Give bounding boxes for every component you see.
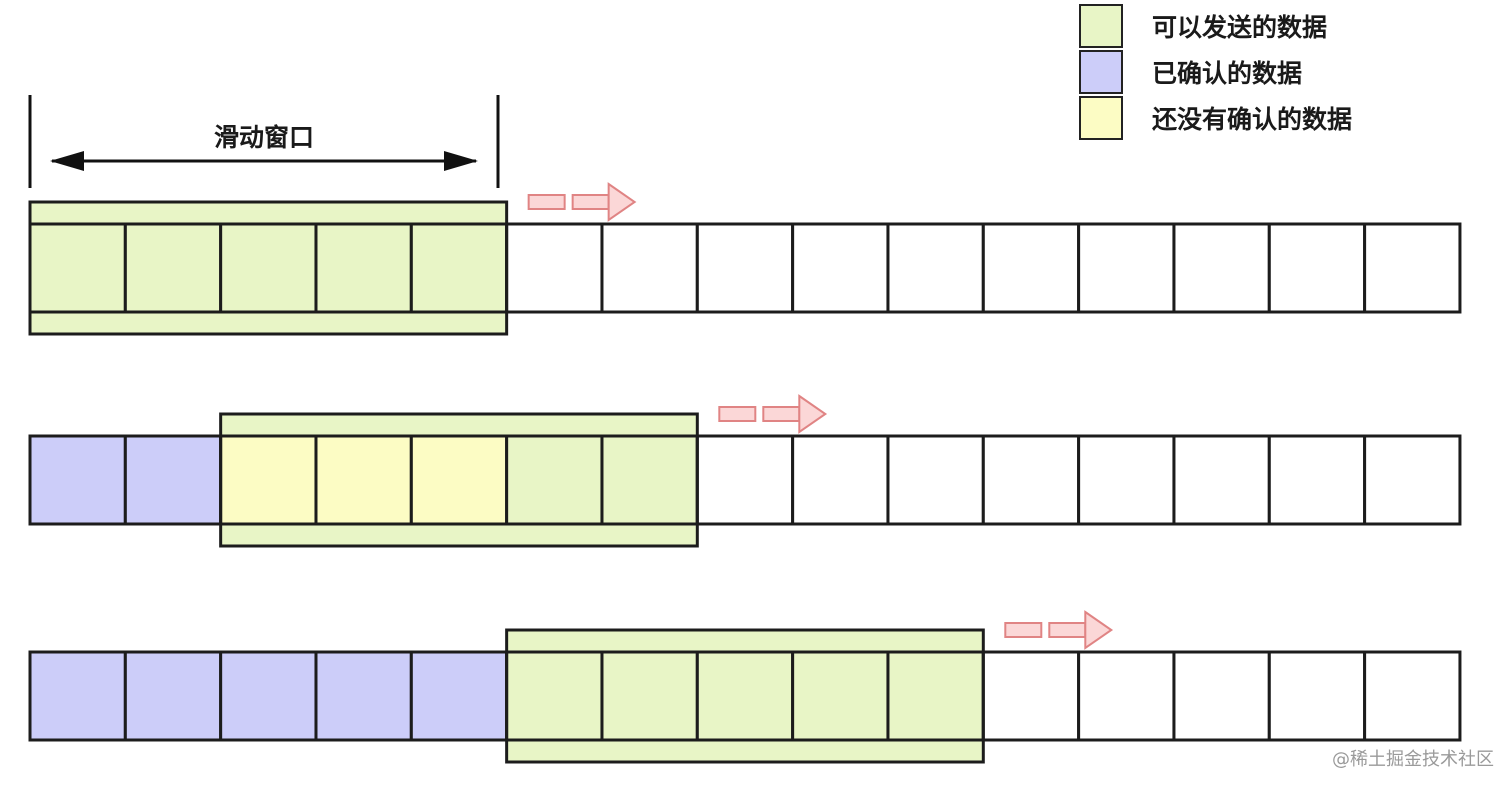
legend-swatch-unacknowledged — [1079, 96, 1123, 140]
cell-empty — [505, 222, 604, 314]
cell-empty — [695, 222, 795, 314]
arrow-dash — [571, 194, 610, 210]
cell-empty — [981, 434, 1081, 526]
cell-sendable — [409, 222, 509, 314]
window-outline — [28, 200, 509, 336]
cell-empty — [1363, 650, 1462, 742]
cell-sendable — [695, 650, 795, 742]
watermark: @稀土掘金技术社区 — [1332, 749, 1494, 770]
cell-acknowledged — [123, 434, 223, 526]
legend-swatch-acknowledged — [1079, 50, 1123, 94]
arrow-dash — [718, 406, 757, 422]
cell-sendable — [600, 434, 699, 526]
cell-empty — [791, 434, 890, 526]
cell-acknowledged — [219, 650, 318, 742]
cell-empty — [1267, 650, 1367, 742]
window-span-indicator — [28, 95, 500, 188]
legend-swatch-sendable — [1079, 4, 1123, 48]
arrow-dash — [527, 194, 566, 210]
cell-sendable — [28, 222, 127, 314]
arrow-dash — [1004, 622, 1043, 638]
cell-sendable — [600, 650, 699, 742]
row-1 — [28, 182, 1462, 336]
cell-empty — [600, 222, 699, 314]
cell-empty — [1363, 434, 1462, 526]
arrow-dash — [762, 406, 801, 422]
window-outline — [505, 628, 985, 764]
cell-empty — [886, 434, 985, 526]
slide-direction-arrow — [718, 394, 828, 434]
cell-empty — [1172, 434, 1271, 526]
legend-label-acknowledged: 已确认的数据 — [1152, 59, 1303, 88]
cell-empty — [791, 222, 890, 314]
arrow-head — [607, 182, 637, 222]
cell-acknowledged — [28, 650, 127, 742]
window-arrow-left-head — [50, 151, 84, 171]
window-arrow-right-head — [444, 151, 478, 171]
cell-acknowledged — [409, 650, 509, 742]
cell-empty — [1077, 222, 1176, 314]
cell-empty — [1077, 434, 1176, 526]
cell-empty — [1267, 222, 1367, 314]
window-label: 滑动窗口 — [213, 123, 314, 152]
cell-empty — [886, 222, 985, 314]
row-2 — [28, 394, 1462, 548]
cell-sendable — [886, 650, 985, 742]
legend-label-sendable: 可以发送的数据 — [1152, 13, 1328, 42]
slide-direction-arrow — [527, 182, 637, 222]
rows-layer — [28, 182, 1462, 764]
cell-empty — [1363, 222, 1462, 314]
cell-sendable — [219, 222, 318, 314]
cell-sendable — [123, 222, 223, 314]
cell-sendable — [505, 650, 604, 742]
arrow-head — [798, 394, 828, 434]
window-outline — [219, 412, 699, 548]
cell-empty — [1077, 650, 1176, 742]
arrow-dash — [1048, 622, 1087, 638]
row-3 — [28, 610, 1462, 764]
cell-sendable — [314, 222, 413, 314]
cell-empty — [981, 650, 1081, 742]
cell-unacknowledged — [314, 434, 413, 526]
legend-label-unacknowledged: 还没有确认的数据 — [1152, 105, 1353, 134]
cell-empty — [981, 222, 1081, 314]
slide-direction-arrow — [1004, 610, 1114, 650]
cell-unacknowledged — [409, 434, 509, 526]
cell-sendable — [505, 434, 604, 526]
cell-empty — [1172, 222, 1271, 314]
cell-sendable — [791, 650, 890, 742]
cell-acknowledged — [314, 650, 413, 742]
cell-acknowledged — [123, 650, 223, 742]
cell-empty — [695, 434, 795, 526]
arrow-head — [1084, 610, 1114, 650]
cell-empty — [1172, 650, 1271, 742]
cell-unacknowledged — [219, 434, 318, 526]
cell-empty — [1267, 434, 1367, 526]
cell-acknowledged — [28, 434, 127, 526]
